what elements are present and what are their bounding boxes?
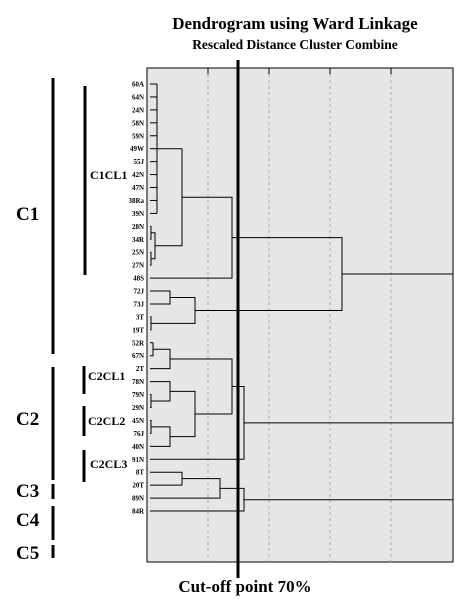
cluster-c1-label: C1 — [16, 204, 40, 225]
leaf-label: 59N — [132, 132, 144, 140]
leaf-label: 39N — [132, 210, 144, 218]
leaf-label: 29N — [132, 404, 144, 412]
leaf-label: 47N — [132, 184, 144, 192]
leaf-label: 55J — [134, 158, 145, 166]
leaf-label: 3T — [136, 313, 145, 321]
dendrogram-link — [244, 348, 454, 501]
leaf-label: 2T — [136, 365, 145, 373]
leaf-label: 20T — [132, 482, 144, 490]
leaf-label: 60A — [132, 81, 144, 89]
cluster-c5-label: C5 — [16, 543, 40, 564]
leaf-label: 24N — [132, 106, 144, 114]
leaf-label: 91N — [132, 456, 144, 464]
leaf-label: 64N — [132, 93, 144, 101]
leaf-label: 52R — [132, 339, 145, 347]
chart-title: Dendrogram using Ward Linkage — [172, 14, 418, 33]
chart-subtitle: Rescaled Distance Cluster Combine — [192, 37, 398, 52]
leaf-label: 42N — [132, 171, 144, 179]
leaf-label: 25N — [132, 249, 144, 257]
leaf-label: 78N — [132, 378, 144, 386]
grid-lines — [207, 68, 392, 562]
leaf-label: 67N — [132, 352, 144, 360]
cluster-c3-label: C3 — [16, 481, 40, 502]
cluster-c4-label: C4 — [16, 510, 40, 531]
leaf-label: 19T — [132, 326, 144, 334]
leaf-label: 8T — [136, 469, 145, 477]
cluster-c1cl1-label: C1CL1 — [90, 168, 128, 182]
leaf-label: 73J — [134, 300, 145, 308]
axis-ticks — [146, 68, 454, 74]
plot-panel — [146, 67, 454, 563]
leaf-label: 48S — [133, 275, 144, 283]
leaf-label: 76J — [134, 430, 145, 438]
cluster-bars — [51, 78, 87, 558]
dendrogram-tree — [150, 83, 454, 512]
leaf-label: 28N — [132, 223, 144, 231]
cluster-c2cl2-label: C2CL2 — [88, 414, 126, 428]
leaf-label: 27N — [132, 262, 144, 270]
leaf-label: 79N — [132, 391, 144, 399]
cluster-c2cl3-label: C2CL3 — [90, 457, 128, 471]
cluster-c2-label: C2 — [16, 409, 40, 430]
cluster-c2cl1-label: C2CL1 — [88, 369, 126, 383]
leaf-label: 38Ra — [128, 197, 144, 205]
leaf-label: 49W — [130, 145, 144, 153]
leaf-label: 89N — [132, 495, 144, 503]
leaf-labels: 60A 64N 24N 58N 59N 49W 55J 42N 47N 38Ra 39N 28N 34R… — [128, 81, 145, 516]
leaf-label: 58N — [132, 119, 144, 127]
leaf-label: 34R — [132, 236, 145, 244]
leaf-label: 72J — [134, 288, 145, 296]
cutoff-caption: Cut-off point 70% — [178, 577, 312, 596]
leaf-label: 40N — [132, 443, 144, 451]
dendrogram-link — [244, 273, 454, 424]
leaf-label: 45N — [132, 417, 144, 425]
leaf-label: 84R — [132, 508, 145, 516]
